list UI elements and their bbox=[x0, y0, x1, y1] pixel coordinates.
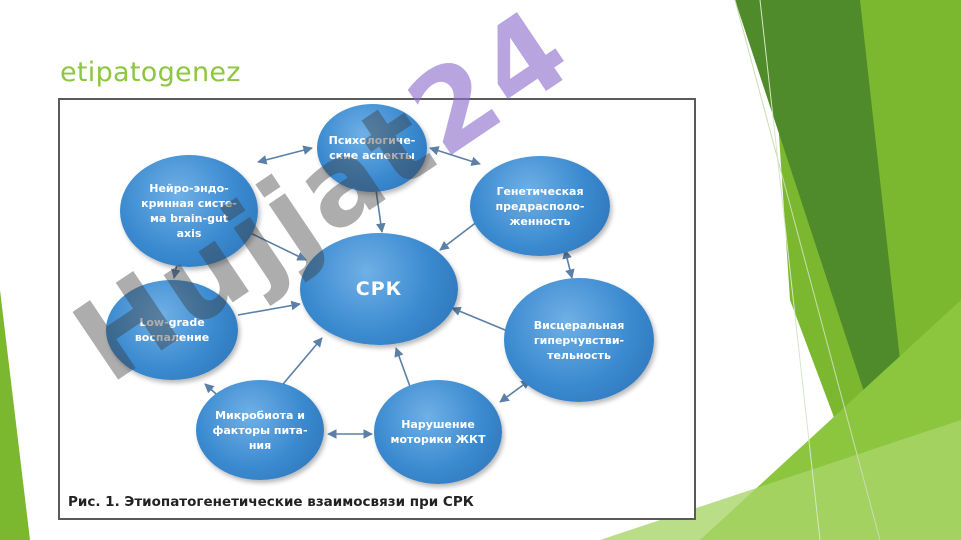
arrow-lowgrade-center bbox=[237, 300, 301, 316]
arrow-microbiota-center bbox=[277, 337, 323, 391]
node-microbiota: Микробиота и факторы пита- ния bbox=[196, 380, 324, 480]
figure-caption: Рис. 1. Этиопатогенетические взаимосвязи… bbox=[68, 494, 474, 510]
node-neuroendocrine: Нейро-эндо- кринная систе- ма brain-gut … bbox=[120, 155, 258, 267]
node-genetic: Генетическая предрасполо- женность bbox=[470, 156, 610, 256]
node-visceral: Висцеральная гиперчувстви- тельность bbox=[504, 278, 654, 402]
arrow-neuro-psych bbox=[257, 145, 313, 165]
diagram-figure: Психологиче- ские аспекты Нейро-эндо- кр… bbox=[58, 98, 696, 520]
deco-line-2 bbox=[759, 0, 821, 540]
arrow-psych-center bbox=[375, 189, 386, 233]
node-lowgrade-inflammation: Low-grade воспаление bbox=[106, 280, 238, 380]
arrow-genetic-visceral bbox=[562, 249, 575, 279]
arrow-psych-genetic bbox=[429, 146, 481, 166]
node-psychological: Психологиче- ские аспекты bbox=[317, 104, 427, 192]
arrow-visceral-center bbox=[451, 306, 511, 333]
deco-left-sliver bbox=[0, 290, 30, 540]
slide-title: etipatogenez bbox=[60, 57, 241, 88]
node-motility: Нарушение моторики ЖКТ bbox=[374, 380, 502, 484]
node-center-ibs: СРК bbox=[300, 233, 458, 345]
deco-band-dark bbox=[735, 0, 900, 410]
deco-line-1 bbox=[734, 0, 881, 540]
